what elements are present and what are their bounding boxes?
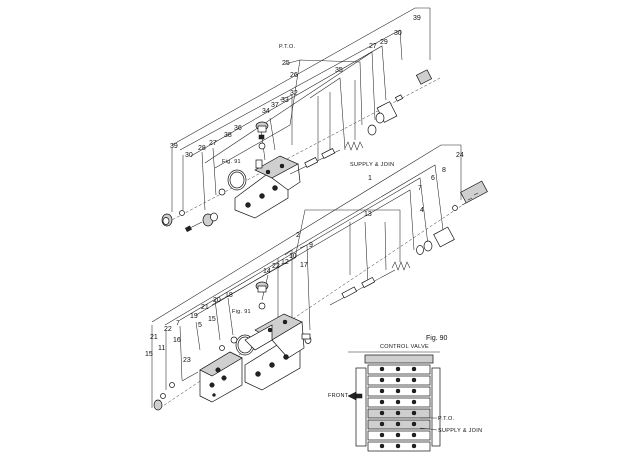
callout-27-left: 27	[209, 140, 217, 147]
callout-2: 2	[296, 232, 300, 239]
callout-1: 1	[368, 175, 372, 182]
callout-22-lower: 22	[164, 326, 172, 333]
pto-parts	[161, 69, 433, 233]
inset-front-label: FRONT	[328, 393, 349, 399]
callout-33: 33	[281, 97, 289, 104]
o-ring-pto	[218, 188, 226, 196]
callout-11: 11	[158, 345, 165, 352]
spring-pto	[344, 141, 364, 151]
callout-13: 13	[364, 211, 372, 218]
valve-sections	[355, 364, 441, 452]
callout-26: 26	[290, 72, 298, 79]
o-ring-30-left	[179, 210, 185, 216]
callout-30-right: 30	[394, 30, 402, 37]
callout-5: 5	[198, 322, 202, 329]
supply-caption: SUPPLY & JOIN	[350, 162, 394, 168]
callout-25: 25	[282, 60, 290, 67]
spool-13	[329, 269, 396, 306]
callout-16: 16	[173, 337, 181, 344]
supply-valve-body	[244, 313, 305, 391]
callout-18: 18	[225, 292, 233, 299]
callout-34: 34	[262, 108, 270, 115]
callout-21-lower: 21	[150, 334, 158, 341]
callout-37: 37	[271, 102, 279, 109]
callout-28: 28	[198, 145, 206, 152]
callout-17: 17	[300, 262, 308, 269]
callout-8: 8	[442, 167, 446, 174]
callout-35: 35	[335, 67, 343, 74]
callout-23: 23	[183, 357, 191, 364]
callout-36: 36	[234, 125, 242, 132]
supply-parts	[153, 180, 488, 411]
callout-32: 32	[290, 90, 298, 97]
cap-6	[433, 226, 455, 248]
spool-35	[289, 148, 341, 175]
inset-title: CONTROL VALVE	[380, 344, 429, 350]
callout-15-upper: 15	[208, 316, 216, 323]
callout-6: 6	[431, 175, 435, 182]
callout-21-upper: 21	[201, 304, 209, 311]
pto-leader-lines	[171, 7, 431, 212]
callout-39-right: 39	[413, 15, 421, 22]
plug-39-right	[415, 69, 433, 85]
callout-20: 20	[213, 297, 221, 304]
callout-38: 38	[224, 132, 232, 139]
control-valve-inset	[347, 351, 441, 452]
callout-24: 24	[456, 152, 464, 159]
front-arrow-icon	[347, 391, 357, 401]
o-ring-38	[258, 142, 266, 150]
end-block-5	[199, 351, 243, 403]
pto-axis	[167, 77, 441, 223]
inset-pto-label: P.T.O.	[438, 416, 455, 422]
spring-cap-24	[460, 180, 488, 206]
callout-39-left: 39	[170, 143, 178, 150]
fig-ref-supply: Fig. 91	[232, 309, 251, 315]
fig-ref-pto: Fig. 91	[222, 159, 241, 165]
callout-14: 14	[263, 268, 271, 275]
callout-10: 10	[289, 253, 297, 260]
supply-leader-lines	[151, 144, 462, 408]
callout-27-right: 27	[369, 43, 377, 50]
callout-19: 19	[190, 313, 198, 320]
callout-7: 7	[418, 185, 422, 192]
inset-supply-label: SUPPLY & JOIN	[438, 428, 482, 434]
fig-number: Fig. 90	[426, 335, 448, 342]
callout-22-upper: 22	[272, 263, 280, 270]
pto-valve-body	[234, 155, 301, 219]
callout-12: 12	[281, 259, 289, 266]
callout-29: 29	[380, 39, 388, 46]
callout-30-left: 30	[185, 152, 193, 159]
spring-supply	[391, 261, 411, 271]
plug-15	[153, 399, 163, 411]
callout-9: 9	[309, 242, 313, 249]
callout-7b: 7	[176, 320, 180, 327]
callout-4: 4	[420, 207, 424, 214]
callout-15-lower: 15	[145, 351, 153, 358]
pto-caption: P.T.O.	[279, 44, 296, 50]
